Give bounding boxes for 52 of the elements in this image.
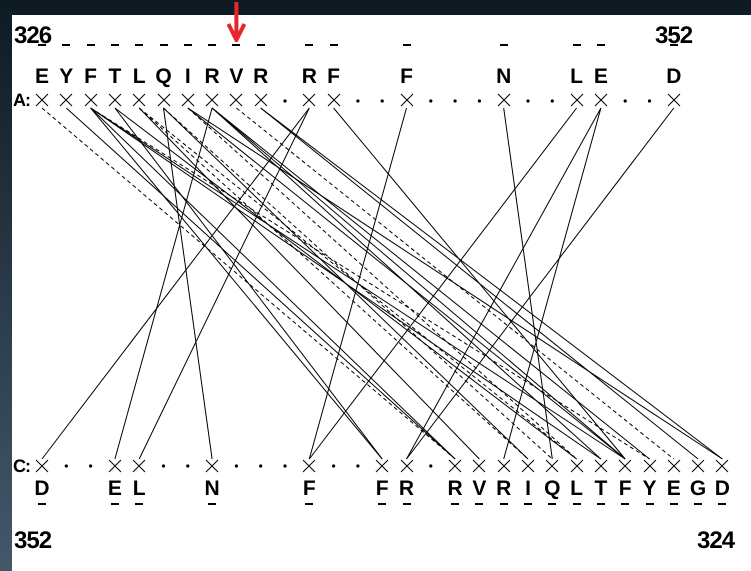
residue-node: R [492,459,516,509]
residue-node: N [200,459,224,509]
residue-node: E [662,459,686,509]
residue-node: F [394,40,418,108]
residue-node: Y [54,40,78,108]
contact-line [138,108,310,460]
residue-node: N [492,40,516,108]
pointer-arrow [226,2,246,42]
residue-node: Q [540,459,564,509]
residue-node: R [200,40,224,108]
residue-node: F [297,459,322,509]
contact-line [114,108,213,460]
residue-node: E [588,40,613,108]
residue-node: Q [152,40,176,108]
residue-node: F [322,40,346,108]
residue-node: F [78,40,103,108]
residue-node: T [588,459,613,509]
residue-node: L [127,40,152,108]
residue-node: R [248,40,273,108]
residue-node: T [102,40,127,108]
residue-node: D [30,459,54,509]
residue-node: Y [638,459,662,509]
residue-number: 352 [655,22,692,50]
contact-line [42,108,310,460]
contact-line [308,108,578,460]
residue-node: I [176,40,200,108]
residue-node: F [613,459,638,509]
residue-number: 324 [697,527,734,555]
contact-line [406,108,674,460]
chain-label: C: [13,456,30,477]
contact-line [503,108,553,460]
residue-node: R [394,459,418,509]
chain-label: A: [13,90,30,111]
residue-node: L [127,459,152,509]
residue-node: D [710,459,734,509]
residue-node: V [224,40,248,108]
residue-node: F [370,459,394,509]
contact-line [163,108,213,460]
contact-line [333,108,626,460]
residue-node: L [564,40,589,108]
contact-line [503,108,602,460]
residue-node: V [467,459,492,509]
residue-node: I [516,459,540,509]
residue-node: R [297,40,322,108]
contact-line [308,108,407,460]
residue-node: E [102,459,127,509]
residue-number: 352 [14,527,52,555]
residue-node: R [443,459,468,509]
contact-line [406,108,602,460]
residue-node: G [686,459,710,509]
residue-number: 326 [14,22,52,50]
residue-node: L [564,459,589,509]
